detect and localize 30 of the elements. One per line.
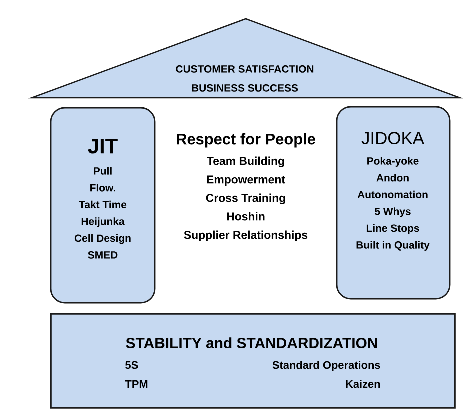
pillar-box — [50, 107, 156, 304]
list-item: 5 Whys — [375, 208, 411, 218]
heading-text: CUSTOMER SATISFACTION — [176, 66, 314, 73]
list-item: Andon — [376, 174, 409, 182]
list-item: Supplier Relationships — [184, 230, 308, 242]
list-item: Cross Training — [206, 194, 286, 205]
pillar-box — [336, 106, 451, 300]
pillar-title: JIT — [88, 139, 118, 154]
pillar-title: JIDOKA — [362, 132, 424, 144]
list-item: Flow. — [90, 184, 116, 192]
list-item: Kaizen — [346, 380, 380, 388]
list-item: Heijunka — [82, 218, 125, 228]
base-box — [50, 313, 456, 409]
list-item: Team Building — [207, 156, 284, 168]
base-title: STABILITY and STANDARDIZATION — [126, 338, 378, 349]
heading-text: BUSINESS SUCCESS — [192, 84, 298, 92]
list-item: Empowerment — [207, 176, 286, 186]
list-item: Built in Quality — [356, 241, 430, 251]
list-heading: Respect for People — [177, 133, 316, 148]
list-item: Autonomation — [358, 190, 428, 199]
list-item: TPM — [125, 380, 148, 388]
list-item: SMED — [88, 252, 118, 259]
list-item: Line Stops — [366, 224, 420, 234]
list-item: Standard Operations — [272, 361, 380, 372]
list-item: 5S — [126, 361, 138, 370]
list-item: Takt Time — [79, 200, 127, 209]
list-item: Poka-yoke — [368, 157, 419, 167]
list-item: Cell Design — [74, 234, 131, 244]
list-item: Pull — [94, 167, 112, 175]
list-item: Hoshin — [227, 212, 265, 221]
